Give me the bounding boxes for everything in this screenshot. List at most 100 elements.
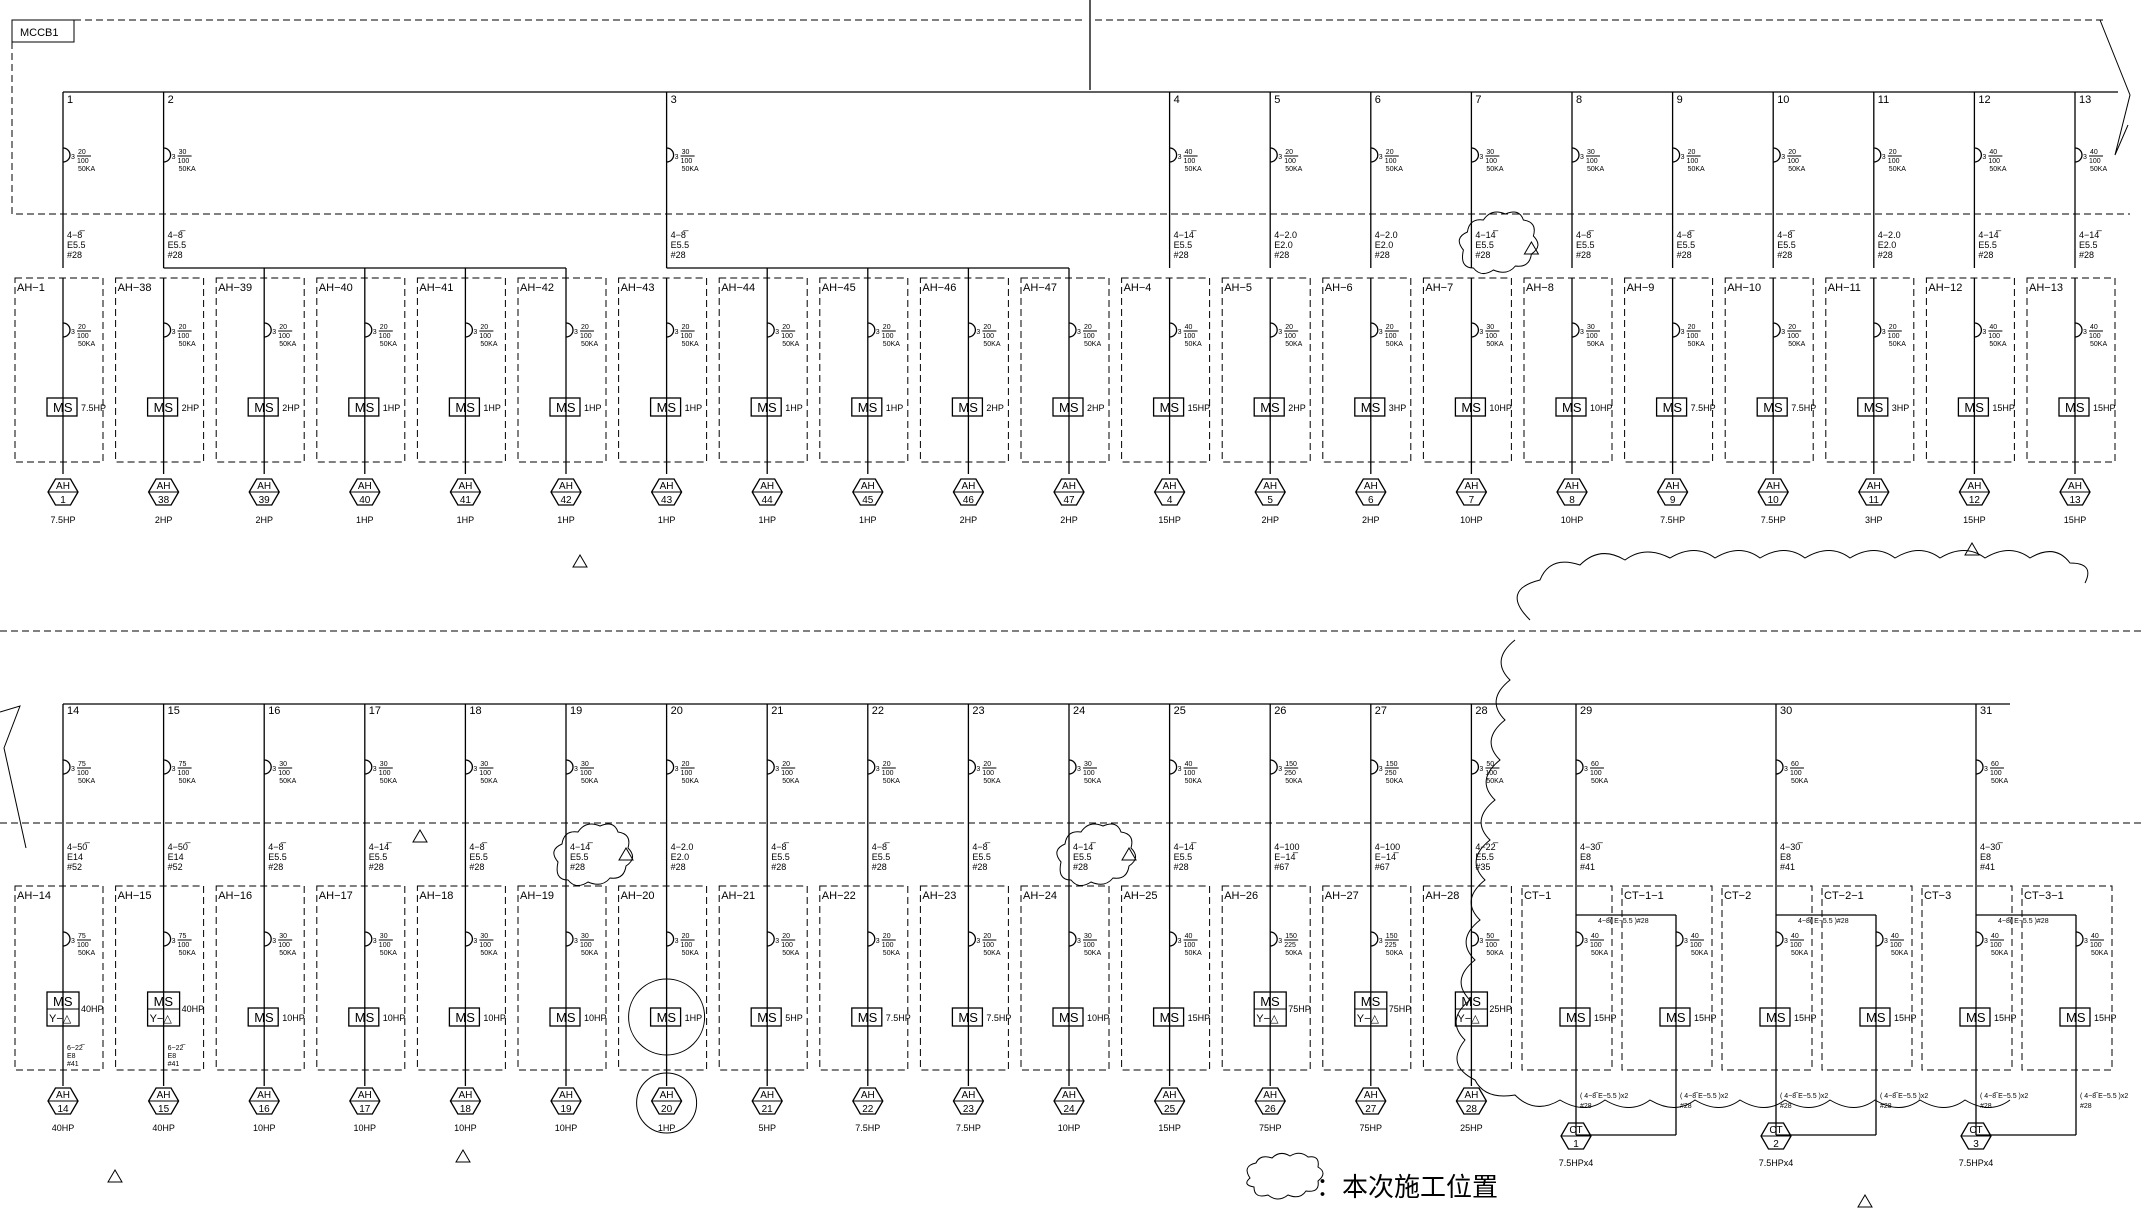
- panel-breaker-trip: 30: [581, 933, 589, 940]
- panel-enclosure: [215, 885, 305, 1071]
- panel-breaker-frame: 100: [1590, 942, 1602, 949]
- starter-rating: 40HP: [81, 1004, 104, 1014]
- feeder-number: 6: [1375, 94, 1381, 106]
- starter-rating: 15HP: [1594, 1013, 1617, 1023]
- lower-feeder-row: 1437510050KA4−50̅E14#52AH−1437510050KAMS…: [14, 704, 1512, 1134]
- panel-label: AH−8: [1526, 282, 1554, 294]
- sub-conduit-size: #28: [1780, 1103, 1792, 1110]
- panel-label: AH−38: [118, 282, 152, 294]
- starter-rating: 15HP: [1188, 1013, 1211, 1023]
- panel-breaker-poles: 3: [2084, 938, 2088, 945]
- main-breaker-symbol: [1169, 759, 1178, 775]
- panel-breaker-poles: 3: [1077, 329, 1081, 336]
- load-tag-type: AH: [961, 481, 975, 492]
- panel-label: AH−44: [721, 282, 755, 294]
- feeder-number: 18: [469, 705, 481, 717]
- main-breaker-frame: 100: [1385, 158, 1397, 165]
- ground-size: E8: [1780, 852, 1791, 862]
- main-breaker-trip: 20: [1788, 149, 1796, 156]
- panel-breaker-trip: 20: [782, 324, 790, 331]
- conduit-size: #28: [1274, 250, 1289, 260]
- conduit-size: #28: [671, 862, 686, 872]
- panel-breaker-poles: 3: [1584, 938, 1588, 945]
- panel-label: AH−46: [922, 282, 956, 294]
- panel-breaker-poles: 3: [272, 938, 276, 945]
- motor-starter-box: [348, 397, 380, 417]
- ground-size: E5.5: [671, 240, 690, 250]
- panel-label: AH−19: [520, 890, 554, 902]
- panel-breaker-trip: 20: [682, 933, 690, 940]
- main-breaker-symbol: [1775, 759, 1784, 775]
- load-rating: 1HP: [457, 515, 475, 525]
- star-delta-label: Y−△: [1357, 1013, 1380, 1025]
- feeder-AH−20: 2032010050KA4−2.0E2.0#28AH−2032010050KAM…: [618, 704, 708, 1134]
- starter-rating: 7.5HP: [986, 1013, 1011, 1023]
- panel-breaker-frame: 100: [1485, 942, 1497, 949]
- panel-label: CT−2: [1724, 890, 1751, 902]
- starter-rating: 2HP: [182, 403, 200, 413]
- load-rating: 2HP: [255, 515, 273, 525]
- load-tag-number: 28: [1466, 1104, 1478, 1115]
- feeder-AH−21: 2132010050KA4−8̅E5.5#28AH−2132010050KAMS…: [718, 704, 808, 1133]
- load-tag-type: AH: [1364, 1090, 1378, 1101]
- load-rating: 10HP: [454, 1123, 477, 1133]
- motor-starter-box: [1354, 397, 1386, 417]
- panel-enclosure: [618, 885, 708, 1071]
- motor-starter-box: [951, 1007, 984, 1027]
- main-breaker-symbol: [1068, 759, 1077, 775]
- panel-breaker-trip: 40: [1989, 324, 1997, 331]
- ground-size: E14: [168, 852, 184, 862]
- panel-breaker-frame: 100: [882, 942, 894, 949]
- starter-rating: 7.5HP: [886, 1013, 911, 1023]
- panel-breaker-trip: 20: [983, 933, 991, 940]
- main-breaker-poles: 3: [1781, 154, 1785, 161]
- load-rating: 15HP: [1158, 1123, 1181, 1133]
- conduit-size: #28: [369, 862, 384, 872]
- cable-size: 4−22̅: [1475, 842, 1498, 852]
- panel-breaker-poles: 3: [1379, 329, 1383, 336]
- ground-size: E5.5: [1475, 852, 1494, 862]
- starter-rating: 2HP: [1087, 403, 1105, 413]
- panel-breaker-trip: 20: [179, 324, 187, 331]
- motor-starter-box: [2059, 1007, 2091, 1027]
- main-breaker-symbol: [62, 147, 71, 163]
- panel-breaker-kaic: 50KA: [1285, 950, 1302, 957]
- ground-size: E5.5: [369, 852, 388, 862]
- panel-label: AH−27: [1325, 890, 1359, 902]
- main-breaker-kaic: 50KA: [1285, 778, 1302, 785]
- sub-conduit-size: #28: [1880, 1103, 1892, 1110]
- panel-breaker-kaic: 50KA: [179, 341, 196, 348]
- cable-size: 4−14̅: [1475, 230, 1498, 240]
- main-breaker-trip: 20: [1889, 149, 1897, 156]
- motor-starter-box: [549, 397, 581, 417]
- panel-breaker-kaic: 50KA: [279, 341, 296, 348]
- motor-starter-box: [1052, 1007, 1084, 1027]
- load-rating: 7.5HP: [1660, 515, 1685, 525]
- load-tag-number: 8: [1569, 495, 1575, 506]
- motor-starter-label: MS: [1160, 400, 1180, 415]
- load-tag-number: 24: [1063, 1104, 1075, 1115]
- cable-size: 4−14̅: [570, 842, 593, 852]
- motor-starter-box: [549, 1007, 581, 1027]
- panel-label: AH−11: [1828, 282, 1861, 294]
- panel-breaker-frame: 100: [2089, 333, 2101, 340]
- main-breaker-trip: 30: [1486, 149, 1494, 156]
- panel-breaker-trip: 150: [1386, 933, 1398, 940]
- feeder-AH−25: 2534010050KA4−14̅E5.5#28AH−2534010050KAM…: [1121, 704, 1211, 1133]
- load-rating: 7.5HP: [50, 515, 75, 525]
- main-breaker-frame: 100: [77, 770, 89, 777]
- panel-breaker-trip: 40: [1991, 933, 1999, 940]
- panel-breaker-symbol: [1270, 931, 1278, 947]
- panel-breaker-kaic: 50KA: [78, 950, 95, 957]
- panel-enclosure: [819, 277, 909, 463]
- panel-breaker-poles: 3: [1178, 938, 1182, 945]
- load-tag-type: AH: [559, 481, 573, 492]
- highlight-circle: [636, 1072, 698, 1134]
- sub-cable-size: ( 4−8̅ E−5.5 )x2: [2080, 1092, 2128, 1100]
- panel-breaker-kaic: 50KA: [1587, 341, 1604, 348]
- panel-label: AH−18: [419, 890, 453, 902]
- load-rating: 10HP: [253, 1123, 276, 1133]
- panel-breaker-frame: 100: [1184, 942, 1196, 949]
